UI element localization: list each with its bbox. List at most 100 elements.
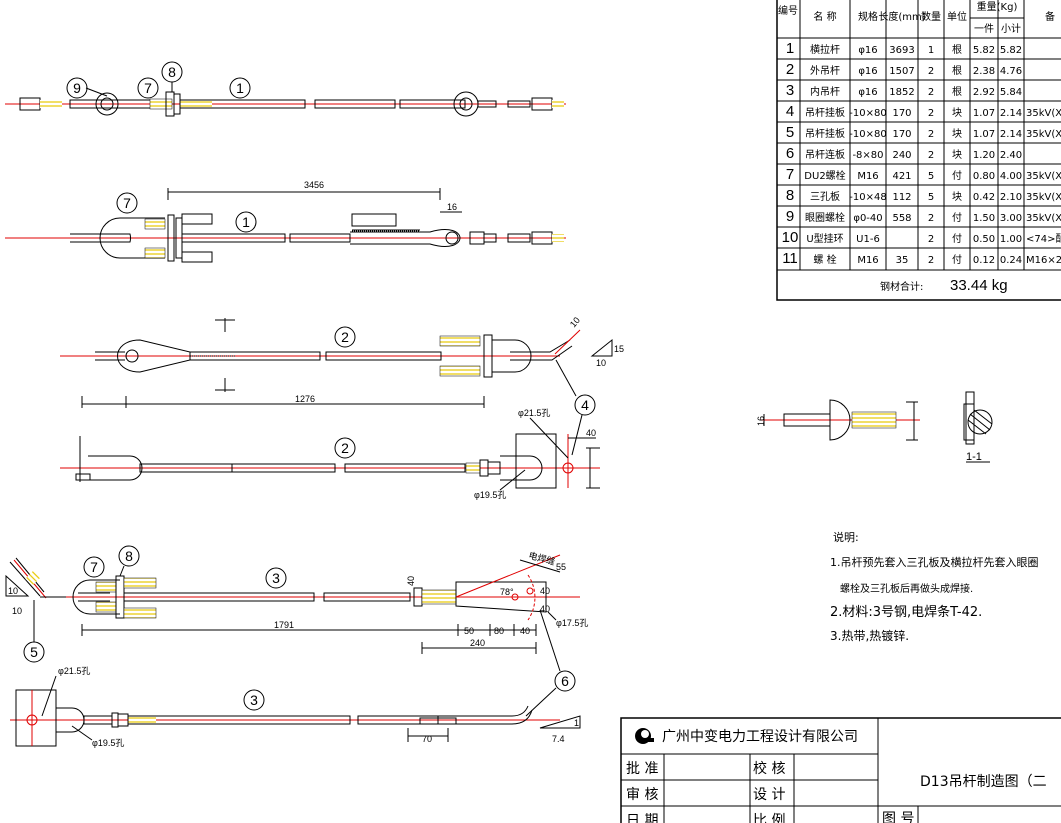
table-cell-sub: 5.84: [1000, 87, 1022, 98]
company-name: 广州中变电力工程设计有限公司: [662, 729, 858, 745]
table-cell-remark: <74>配套: [1026, 232, 1061, 245]
table-cell-remark: 35kV(X: [1026, 171, 1061, 182]
table-cell-length: 240: [892, 150, 911, 161]
table-cell-length: 170: [892, 129, 911, 140]
callout-1b-label: 1: [242, 214, 250, 230]
table-cell-name: 螺 栓: [813, 253, 836, 266]
hole-17-5: φ17.5孔: [556, 618, 588, 628]
notes: 说明: 1.吊杆预先套入三孔板及横拉杆先套入眼圈 螺栓及三孔板后再做头成焊接. …: [830, 530, 1039, 643]
table-cell-qty: 2: [928, 150, 934, 161]
table-cell-spec: -10×80: [849, 108, 886, 119]
section-detail: 16 1-1: [756, 391, 993, 463]
notes-line2: 2.材料:3号钢,电焊条T-42.: [830, 604, 982, 620]
table-cell-name: 外吊杆: [810, 65, 840, 77]
callout-8b: 8: [118, 545, 140, 577]
table-cell-length: 170: [892, 108, 911, 119]
table-cell-each: 2.38: [973, 66, 995, 77]
table-cell-no: 5: [786, 124, 794, 141]
table-cell-each: 1.07: [973, 108, 995, 119]
header-weight-sub: 小计: [1001, 22, 1021, 35]
header-remark: 备: [1045, 10, 1055, 23]
notes-line1b: 螺栓及三孔板后再做头成焊接.: [840, 582, 973, 595]
weld-label: 电焊缝: [527, 549, 556, 567]
callout-1a: 1: [229, 77, 251, 99]
table-cell-sub: 2.10: [1000, 192, 1022, 203]
table-cell-each: 1.50: [973, 213, 995, 224]
callout-1a-label: 1: [236, 80, 244, 96]
table-cell-qty: 2: [928, 213, 934, 224]
table-cell-unit: 根: [952, 43, 962, 56]
table-cell-length: 3693: [889, 45, 914, 56]
header-name: 名 称: [813, 10, 836, 23]
table-cell-no: 4: [786, 103, 794, 120]
table-cell-length: 1507: [889, 66, 914, 77]
table-cell-length: 35: [896, 255, 909, 266]
callout-8a-label: 8: [168, 64, 176, 80]
dim-15: 15: [614, 344, 624, 354]
table-cell-spec: φ0-40: [853, 213, 882, 224]
table-cell-name: 吊杆连板: [805, 148, 845, 161]
hole-19-5-b: φ19.5孔: [92, 738, 124, 748]
callout-6: 6: [525, 609, 576, 717]
table-cell-each: 0.80: [973, 171, 995, 182]
table-cell-sub: 4.76: [1000, 66, 1022, 77]
callout-9-label: 9: [73, 80, 81, 96]
table-cell-sub: 2.14: [1000, 129, 1022, 140]
callout-4: 4: [555, 359, 596, 456]
dim-16a: 16: [447, 202, 457, 212]
table-cell-sub: 5.82: [1000, 45, 1022, 56]
company-logo-icon: [635, 728, 654, 744]
table-cell-spec: M16: [857, 255, 878, 266]
table-cell-sub: 2.14: [1000, 108, 1022, 119]
callout-7a: 7: [137, 77, 159, 99]
table-cell-name: 三孔板: [810, 190, 840, 203]
header-spec: 规格: [858, 10, 878, 23]
table-cell-sub: 3.00: [1000, 213, 1022, 224]
dim-40c: 40: [540, 604, 550, 614]
view-6-inner-hanger-plan: 1 7.4 70 φ21.5孔 φ19.5孔: [10, 666, 581, 748]
table-cell-qty: 1: [928, 45, 934, 56]
table-cell-remark: M16×25: [1026, 255, 1061, 266]
label-check: 校 核: [753, 760, 785, 777]
table-cell-each: 0.50: [973, 234, 995, 245]
header-unit: 单位: [947, 10, 967, 23]
table-cell-spec: φ16: [858, 66, 877, 77]
table-cell-name: 内吊杆: [810, 85, 840, 98]
dim-10b: 10: [568, 315, 582, 329]
drawing-title: D13吊杆制造图（二: [920, 774, 1047, 790]
callout-8b-label: 8: [125, 548, 133, 564]
dim-16b: 16: [756, 416, 766, 426]
header-length: 长度(mm): [878, 10, 925, 23]
callout-3b: 3: [243, 689, 265, 711]
callout-7b-label: 7: [123, 195, 131, 211]
dim-3456: 3456: [304, 180, 324, 190]
header-no: 编号: [778, 4, 798, 17]
callout-7c: 7: [83, 556, 105, 578]
table-cell-qty: 2: [928, 129, 934, 140]
table-cell-remark: 35kV(XL: [1026, 108, 1061, 119]
table-cell-no: 3: [786, 82, 794, 99]
total-label: 钢材合计:: [880, 280, 923, 293]
table-cell-remark: 35kV(X: [1026, 213, 1061, 224]
dim-10a: 10: [596, 358, 606, 368]
table-cell-unit: 块: [952, 191, 962, 203]
callout-6-label: 6: [561, 673, 569, 689]
callout-3a: 3: [265, 567, 287, 589]
callout-2a-label: 2: [341, 329, 349, 345]
table-cell-unit: 块: [952, 107, 962, 119]
table-cell-each: 0.12: [973, 255, 995, 266]
table-cell-sub: 4.00: [1000, 171, 1022, 182]
view-1-horizontal-rod: [5, 91, 566, 117]
table-cell-name: DU2螺栓: [804, 169, 845, 182]
table-cell-name: 吊杆挂板: [805, 106, 845, 119]
dim-40d: 40: [406, 576, 416, 586]
label-review: 审 核: [626, 787, 658, 803]
view-5-inner-hanger: 10 10 78° 电焊缝 55 40 40 40 1791 50 8: [5, 549, 588, 654]
total-value: 33.44 kg: [950, 277, 1008, 294]
label-date: 日 期: [626, 813, 658, 823]
table-cell-unit: 付: [952, 232, 962, 245]
header-qty: 数量: [921, 10, 941, 23]
notes-line3: 3.热带,热镀锌.: [830, 629, 909, 643]
table-cell-qty: 2: [928, 87, 934, 98]
dim-40b: 40: [540, 586, 550, 596]
